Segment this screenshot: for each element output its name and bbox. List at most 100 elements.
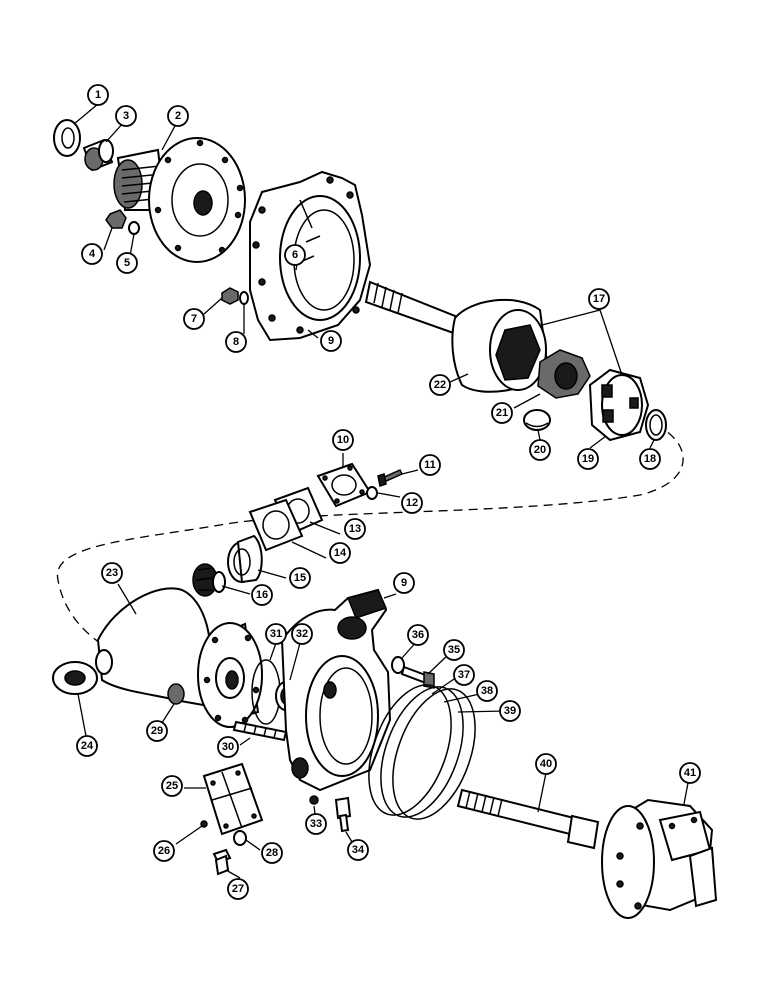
callout-1: 1 bbox=[87, 84, 109, 106]
callout-23: 23 bbox=[101, 562, 123, 584]
callout-32: 32 bbox=[291, 623, 313, 645]
callout-23-label: 23 bbox=[106, 567, 118, 579]
callout-6: 6 bbox=[284, 244, 306, 266]
callout-30: 30 bbox=[217, 736, 239, 758]
part-20-ball bbox=[523, 409, 551, 431]
part-8-washer bbox=[239, 291, 249, 305]
callout-14-label: 14 bbox=[334, 547, 347, 559]
part-19-ball-cage bbox=[588, 368, 650, 442]
callout-29: 29 bbox=[146, 720, 168, 742]
callout-9: 9 bbox=[320, 330, 342, 352]
part-21-inner-race bbox=[537, 349, 591, 399]
part-36-washer bbox=[391, 656, 405, 674]
callout-12-label: 12 bbox=[406, 497, 418, 509]
callout-8: 8 bbox=[225, 331, 247, 353]
part-27-cap-screw bbox=[212, 848, 232, 876]
callout-4-label: 4 bbox=[89, 248, 96, 260]
callout-30-label: 30 bbox=[222, 741, 234, 753]
callout-26: 26 bbox=[153, 840, 175, 862]
callout-25: 25 bbox=[161, 775, 183, 797]
callout-9-lower-label: 9 bbox=[401, 577, 407, 589]
callout-35: 35 bbox=[443, 639, 465, 661]
part-35-cap-screw bbox=[400, 665, 435, 689]
callout-31-label: 31 bbox=[270, 628, 282, 640]
callout-21: 21 bbox=[491, 402, 513, 424]
callout-39: 39 bbox=[499, 700, 521, 722]
part-15-bearing-cup bbox=[227, 534, 263, 584]
callout-34-label: 34 bbox=[352, 844, 365, 856]
callout-39-label: 39 bbox=[504, 705, 516, 717]
callout-7-label: 7 bbox=[191, 313, 197, 325]
callout-21-label: 21 bbox=[496, 407, 508, 419]
callout-12: 12 bbox=[401, 492, 423, 514]
part-22-outer-axle-shaft bbox=[364, 280, 550, 393]
part-12-washer bbox=[366, 486, 378, 500]
part-2-hub-flange bbox=[113, 137, 246, 263]
callout-19-label: 19 bbox=[582, 453, 594, 465]
part-5-washer bbox=[128, 221, 140, 235]
callout-27: 27 bbox=[227, 878, 249, 900]
callout-18-label: 18 bbox=[644, 453, 656, 465]
part-18-snap-ring bbox=[645, 409, 667, 441]
callout-10-label: 10 bbox=[337, 434, 349, 446]
callout-1-label: 1 bbox=[95, 89, 101, 101]
callout-5: 5 bbox=[116, 252, 138, 274]
part-10-cover-plate bbox=[316, 462, 372, 508]
callout-2-label: 2 bbox=[175, 110, 181, 122]
callout-6-label: 6 bbox=[292, 249, 298, 261]
part-3-bushing bbox=[82, 138, 114, 172]
callout-8-label: 8 bbox=[233, 336, 239, 348]
part-23-spindle-housing bbox=[95, 587, 263, 728]
callout-37: 37 bbox=[453, 664, 475, 686]
part-9-steering-knuckle bbox=[280, 588, 392, 792]
part-30-stud bbox=[232, 720, 288, 742]
part-37-ring bbox=[368, 684, 452, 816]
callout-9-lower: 9 bbox=[393, 572, 415, 594]
callout-4: 4 bbox=[81, 243, 103, 265]
callout-28-label: 28 bbox=[266, 847, 278, 859]
callout-33-label: 33 bbox=[310, 818, 322, 830]
part-11-cap-screw bbox=[377, 469, 404, 487]
callout-20: 20 bbox=[529, 439, 551, 461]
callout-24: 24 bbox=[76, 735, 98, 757]
part-1-seal-ring bbox=[53, 119, 81, 157]
part-39-ring bbox=[392, 688, 476, 820]
callout-38: 38 bbox=[476, 680, 498, 702]
part-34-cap-screw bbox=[334, 796, 352, 833]
part-33-plug bbox=[309, 795, 319, 805]
part-26-grease-fitting bbox=[200, 820, 208, 828]
callout-26-label: 26 bbox=[158, 845, 170, 857]
callout-40: 40 bbox=[535, 753, 557, 775]
callout-38-label: 38 bbox=[481, 685, 493, 697]
part-9-axle-housing-upper bbox=[249, 170, 372, 342]
part-41-carrier-housing bbox=[601, 798, 718, 919]
callout-14: 14 bbox=[329, 542, 351, 564]
callout-10: 10 bbox=[332, 429, 354, 451]
part-29-bushing bbox=[167, 683, 185, 705]
part-28-washer bbox=[233, 830, 247, 846]
callout-35-label: 35 bbox=[448, 644, 460, 656]
callout-16: 16 bbox=[251, 584, 273, 606]
callout-27-label: 27 bbox=[232, 883, 244, 895]
callout-36-label: 36 bbox=[412, 629, 424, 641]
part-4-nut bbox=[105, 209, 127, 229]
callout-18: 18 bbox=[639, 448, 661, 470]
part-24-thrust-washer bbox=[52, 661, 98, 695]
callout-31: 31 bbox=[265, 623, 287, 645]
callout-20-label: 20 bbox=[534, 444, 546, 456]
part-25-cover bbox=[202, 762, 264, 836]
callout-41: 41 bbox=[679, 762, 701, 784]
callout-15-label: 15 bbox=[294, 572, 306, 584]
callout-13-label: 13 bbox=[349, 523, 361, 535]
callout-13: 13 bbox=[344, 518, 366, 540]
callout-28: 28 bbox=[261, 842, 283, 864]
callout-22-label: 22 bbox=[434, 379, 446, 391]
callout-37-label: 37 bbox=[458, 669, 470, 681]
callout-19: 19 bbox=[577, 448, 599, 470]
callout-9-label: 9 bbox=[328, 335, 334, 347]
callout-17: 17 bbox=[588, 288, 610, 310]
part-16-bearing-cone bbox=[192, 563, 226, 597]
callout-40-label: 40 bbox=[540, 758, 552, 770]
callout-34: 34 bbox=[347, 839, 369, 861]
